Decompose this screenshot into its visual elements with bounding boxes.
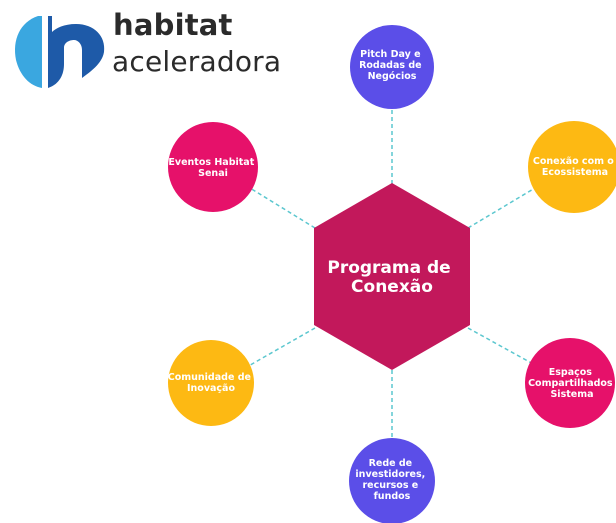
node-label-line: Comunidade de: [168, 372, 251, 383]
brand-logo: habitat aceleradora: [0, 0, 300, 95]
node-label-line: Compartilhados: [528, 378, 613, 389]
center-hexagon-group: Programa de Conexão: [314, 183, 470, 370]
node-espacos: Espaços Compartilhados Sistema: [525, 338, 616, 428]
node-pitch: Pitch Day e Rodadas de Negócios: [350, 25, 434, 109]
node-label-line: Pitch Day e: [360, 49, 420, 60]
logo-leaf-right: [48, 16, 105, 88]
logo-leaf-left: [14, 16, 42, 88]
node-label-line: Espaços: [549, 367, 593, 378]
connector-comunidade: [244, 327, 316, 369]
node-comunidade: Comunidade de Inovação: [168, 340, 255, 426]
node-comunidade-circle: [168, 340, 254, 426]
node-rede-label: Rede de investidores, recursos e fundos: [355, 458, 428, 502]
node-conexao-ecossistema: Conexão com o Ecossistema: [528, 121, 616, 213]
node-rede-circle: [349, 438, 435, 523]
node-label-line: Senai: [198, 168, 228, 179]
node-label-line: recursos e: [362, 480, 418, 491]
brand-name-line2: aceleradora: [112, 45, 282, 78]
connector-conexao-ecossistema: [467, 184, 541, 229]
node-conexao-ecossistema-label: Conexão com o Ecossistema: [533, 156, 616, 178]
node-label-line: Inovação: [187, 383, 235, 394]
node-label-line: Ecossistema: [542, 167, 608, 178]
node-pitch-label: Pitch Day e Rodadas de Negócios: [359, 49, 425, 82]
node-pitch-circle: [350, 25, 434, 109]
node-label-line: Conexão com o: [533, 156, 614, 167]
node-espacos-label: Espaços Compartilhados Sistema: [528, 367, 616, 400]
node-label-line: Negócios: [368, 71, 417, 82]
node-eventos: Eventos Habitat Senai: [168, 122, 258, 212]
connector-lines: [244, 103, 541, 445]
node-eventos-circle: [168, 122, 258, 212]
node-label-line: Sistema: [550, 389, 593, 400]
brand-name-line1: habitat: [113, 8, 233, 42]
node-rede: Rede de investidores, recursos e fundos: [349, 438, 435, 523]
node-label-line: investidores,: [355, 469, 425, 480]
node-label-line: Rede de: [369, 458, 413, 469]
center-label-line: Programa de: [327, 258, 450, 278]
habitat-logo-icon: [14, 16, 105, 88]
node-comunidade-label: Comunidade de Inovação: [168, 372, 255, 394]
node-espacos-circle: [525, 338, 615, 428]
node-label-line: Eventos Habitat: [168, 157, 254, 168]
connector-eventos: [249, 187, 316, 229]
connector-espacos: [467, 327, 536, 366]
center-hexagon: [314, 183, 470, 370]
node-label-line: fundos: [374, 491, 411, 502]
node-eventos-label: Eventos Habitat Senai: [168, 157, 257, 179]
center-label: Programa de Conexão: [327, 258, 456, 297]
center-label-line: Conexão: [351, 277, 433, 297]
node-label-line: Rodadas de: [359, 60, 421, 71]
node-conexao-ecossistema-circle: [528, 121, 616, 213]
